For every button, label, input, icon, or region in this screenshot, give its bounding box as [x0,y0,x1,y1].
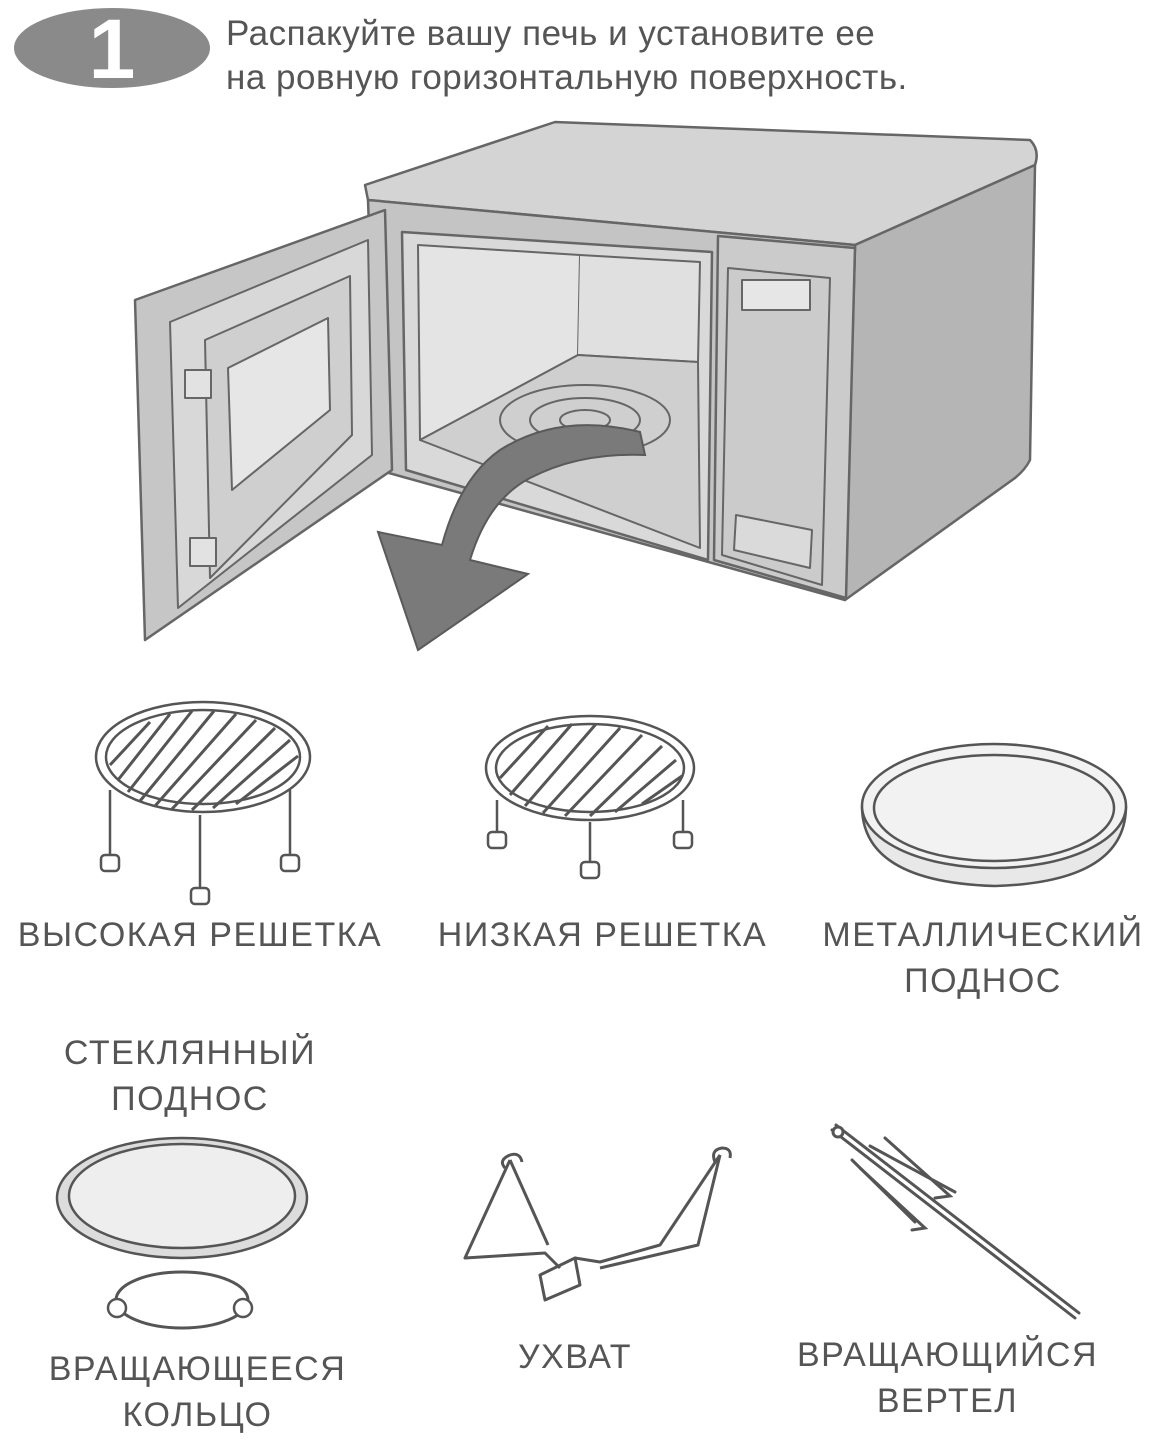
rotating-ring-label-line1: ВРАЩАЮЩЕЕСЯ [48,1350,347,1388]
step-instruction-line2: на ровную горизонтальную поверхность. [226,58,908,97]
rotating-ring-label-line2: КОЛЬЦО [122,1396,273,1434]
grip-label: УХВАТ [517,1338,633,1376]
step-instruction-line1: Распакуйте вашу печь и установите ее [226,14,876,53]
metal-tray-label-line2: ПОДНОС [904,962,1062,1000]
rotating-ring-label: ВРАЩАЮЩЕЕСЯ КОЛЬЦО [25,1346,370,1438]
step-number-badge: 1 [14,6,210,90]
step-number: 1 [89,6,136,90]
arrow-icon [376,424,647,652]
high-rack-label: ВЫСОКАЯ РЕШЕТКА [17,916,383,954]
glass-tray-label: СТЕКЛЯННЫЙ ПОДНОС [40,1030,340,1122]
spit-label-line2: ВЕРТЕЛ [876,1382,1019,1420]
metal-tray-label-line1: МЕТАЛЛИЧЕСКИЙ [822,916,1144,954]
low-rack-label: НИЗКАЯ РЕШЕТКА [437,916,768,954]
glass-tray-label-line2: ПОДНОС [111,1080,269,1118]
metal-tray-label: МЕТАЛЛИЧЕСКИЙ ПОДНОС [808,912,1158,1004]
step-instruction: Распакуйте вашу печь и установите ее на … [226,12,908,100]
glass-tray-label-line1: СТЕКЛЯННЫЙ [63,1034,317,1072]
spit-label-line1: ВРАЩАЮЩИЙСЯ [796,1336,1099,1374]
spit-label: ВРАЩАЮЩИЙСЯ ВЕРТЕЛ [770,1332,1125,1424]
